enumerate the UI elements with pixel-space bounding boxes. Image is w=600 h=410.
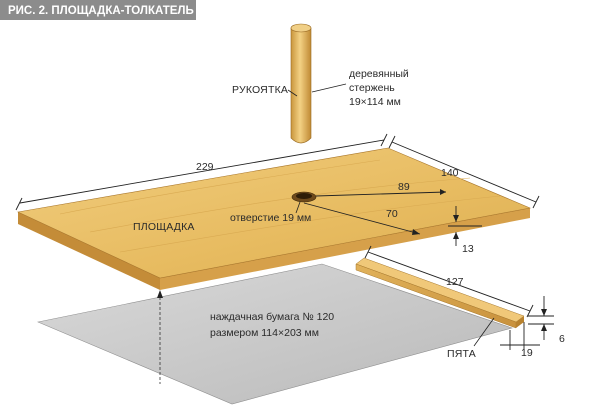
label-hole: отверстие 19 мм	[230, 201, 311, 224]
label-sandpaper-line1: наждачная бумага № 120	[210, 311, 334, 323]
dim-hole-offset-a-label: 89	[398, 181, 410, 193]
label-hole-text: отверстие 19 мм	[230, 212, 311, 224]
dim-platform-length-label: 229	[196, 161, 214, 173]
label-rod-line3: 19×114 мм	[349, 96, 401, 108]
dim-platform-length: 229	[15, 133, 388, 211]
dim-platform-width-label: 140	[441, 167, 459, 179]
dim-hole-offset-a: 89	[315, 181, 447, 197]
dim-platform-thickness-label: 13	[462, 243, 474, 255]
label-rod-line2: стержень	[349, 82, 395, 94]
figure-title: РИС. 2. ПЛОЩАДКА-ТОЛКАТЕЛЬ	[0, 0, 196, 20]
dim-heel-length: 127	[364, 245, 534, 318]
label-handle: РУКОЯТКА	[232, 84, 298, 97]
dim-heel-length-label: 127	[446, 276, 464, 288]
handle-rod	[290, 23, 312, 144]
dim-heel-width: 19	[500, 322, 540, 359]
dim-hole-offset-b-label: 70	[386, 208, 398, 220]
label-sandpaper-line2: размером 114×203 мм	[210, 327, 319, 339]
dim-platform-width: 140	[388, 135, 540, 209]
dim-platform-thickness: 13	[448, 206, 482, 255]
label-rod-line1: деревянный	[349, 68, 409, 80]
heel-strip	[355, 257, 525, 329]
platform-board	[17, 147, 532, 290]
label-handle-text: РУКОЯТКА	[232, 84, 288, 96]
label-heel: ПЯТА	[447, 317, 495, 360]
label-platform: ПЛОЩАДКА	[133, 221, 195, 233]
hole	[291, 191, 317, 203]
label-heel-text: ПЯТА	[447, 348, 476, 360]
dim-heel-width-label: 19	[521, 347, 533, 359]
sandpaper-sheet	[36, 263, 514, 405]
dim-hole-offset-b: 70	[303, 202, 421, 235]
label-rod: деревянный стержень 19×114 мм	[311, 68, 409, 108]
figure-title-text: РИС. 2. ПЛОЩАДКА-ТОЛКАТЕЛЬ	[8, 5, 194, 17]
dim-heel-height-label: 6	[559, 333, 565, 345]
dim-heel-height: 6	[528, 296, 565, 345]
alignment-guide	[157, 290, 163, 384]
